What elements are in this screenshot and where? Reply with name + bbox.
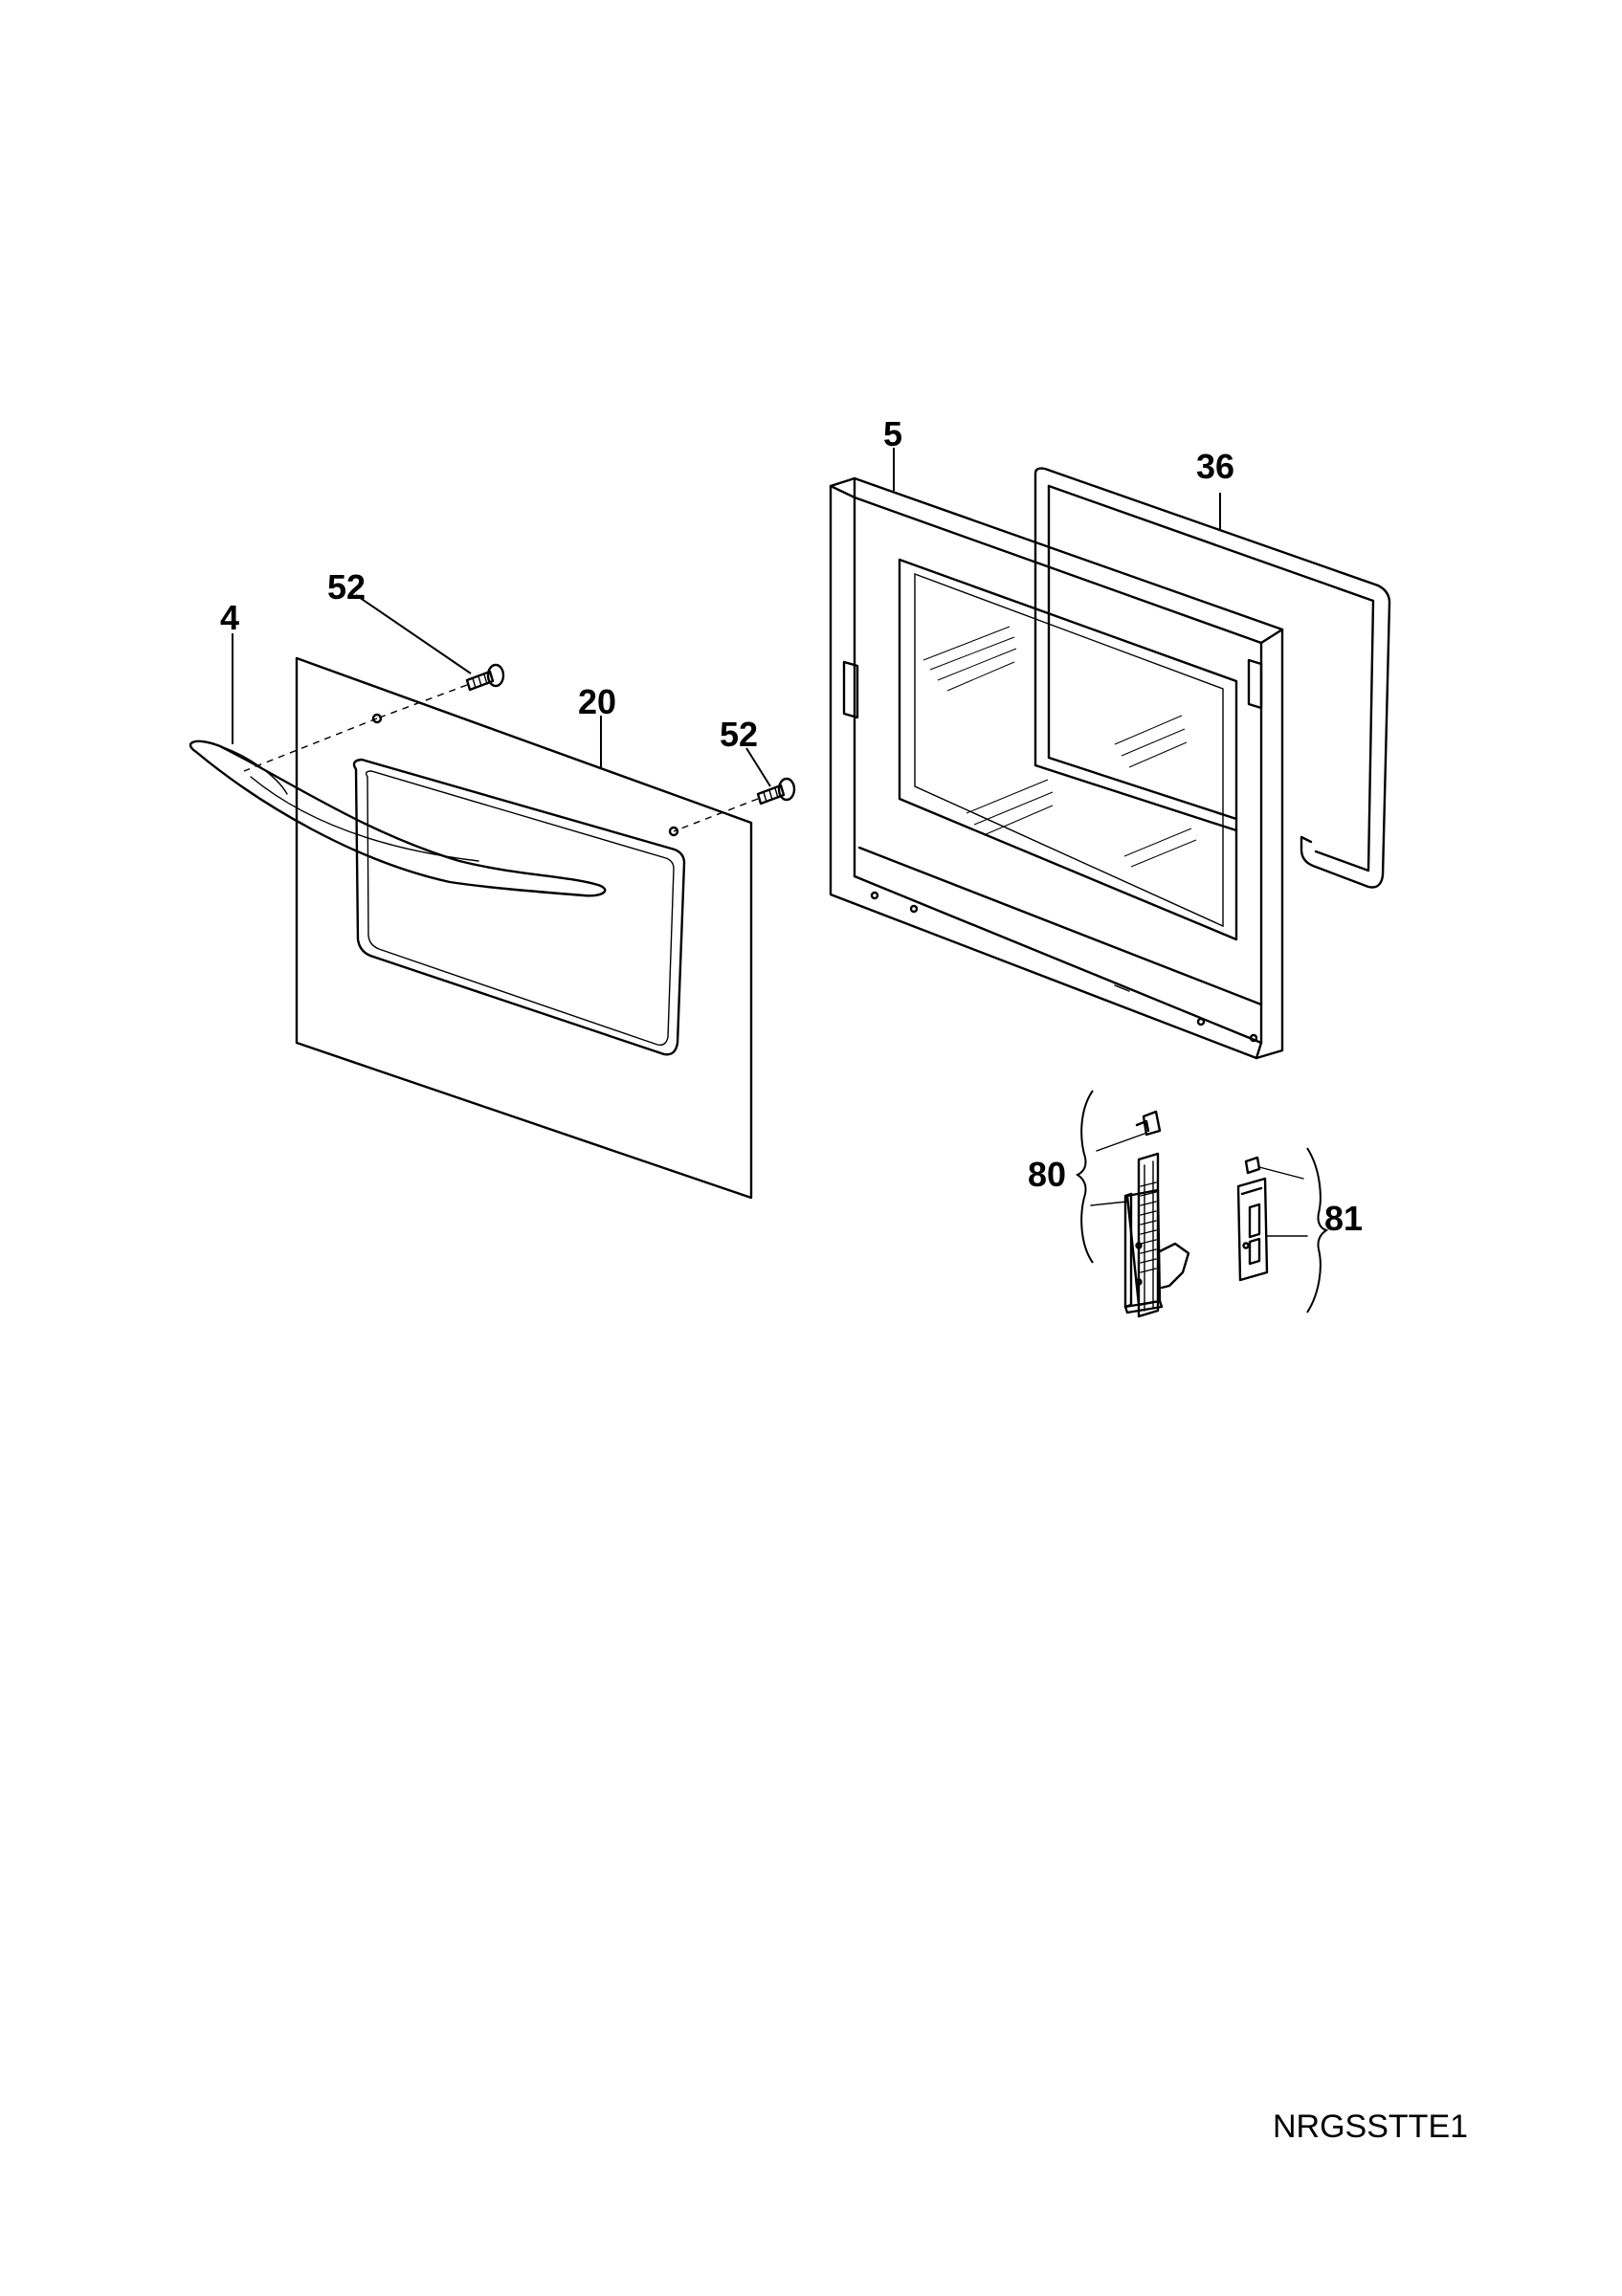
door-gasket xyxy=(1033,467,1391,889)
label-hinge-left: 80 xyxy=(1028,1155,1066,1194)
hinge-left-assembly xyxy=(1076,1090,1190,1318)
label-screw-right: 52 xyxy=(720,715,758,754)
door-handle xyxy=(189,740,607,897)
leader-screw-right xyxy=(745,747,771,787)
hinge-right-assembly xyxy=(1236,1147,1329,1314)
label-inner-frame: 5 xyxy=(883,414,902,453)
screw-right xyxy=(756,777,796,806)
drawing-code: NRGSSTTE1 xyxy=(1273,2108,1468,2145)
label-hinge-right: 81 xyxy=(1324,1199,1363,1238)
assembly-line-right-screw xyxy=(673,798,759,832)
glass-reflection-marks xyxy=(922,626,1197,868)
assembly-line-left-screw xyxy=(376,684,468,719)
label-gasket: 36 xyxy=(1196,447,1234,486)
label-screw-left: 52 xyxy=(327,567,366,607)
outer-door-panel xyxy=(295,656,753,1200)
label-outer-panel: 20 xyxy=(578,682,616,721)
inner-door-frame xyxy=(829,476,1284,1060)
screw-left xyxy=(465,663,505,692)
leader-screw-left xyxy=(355,594,472,674)
assembly-line-handle xyxy=(243,718,378,772)
label-handle: 4 xyxy=(220,598,239,637)
